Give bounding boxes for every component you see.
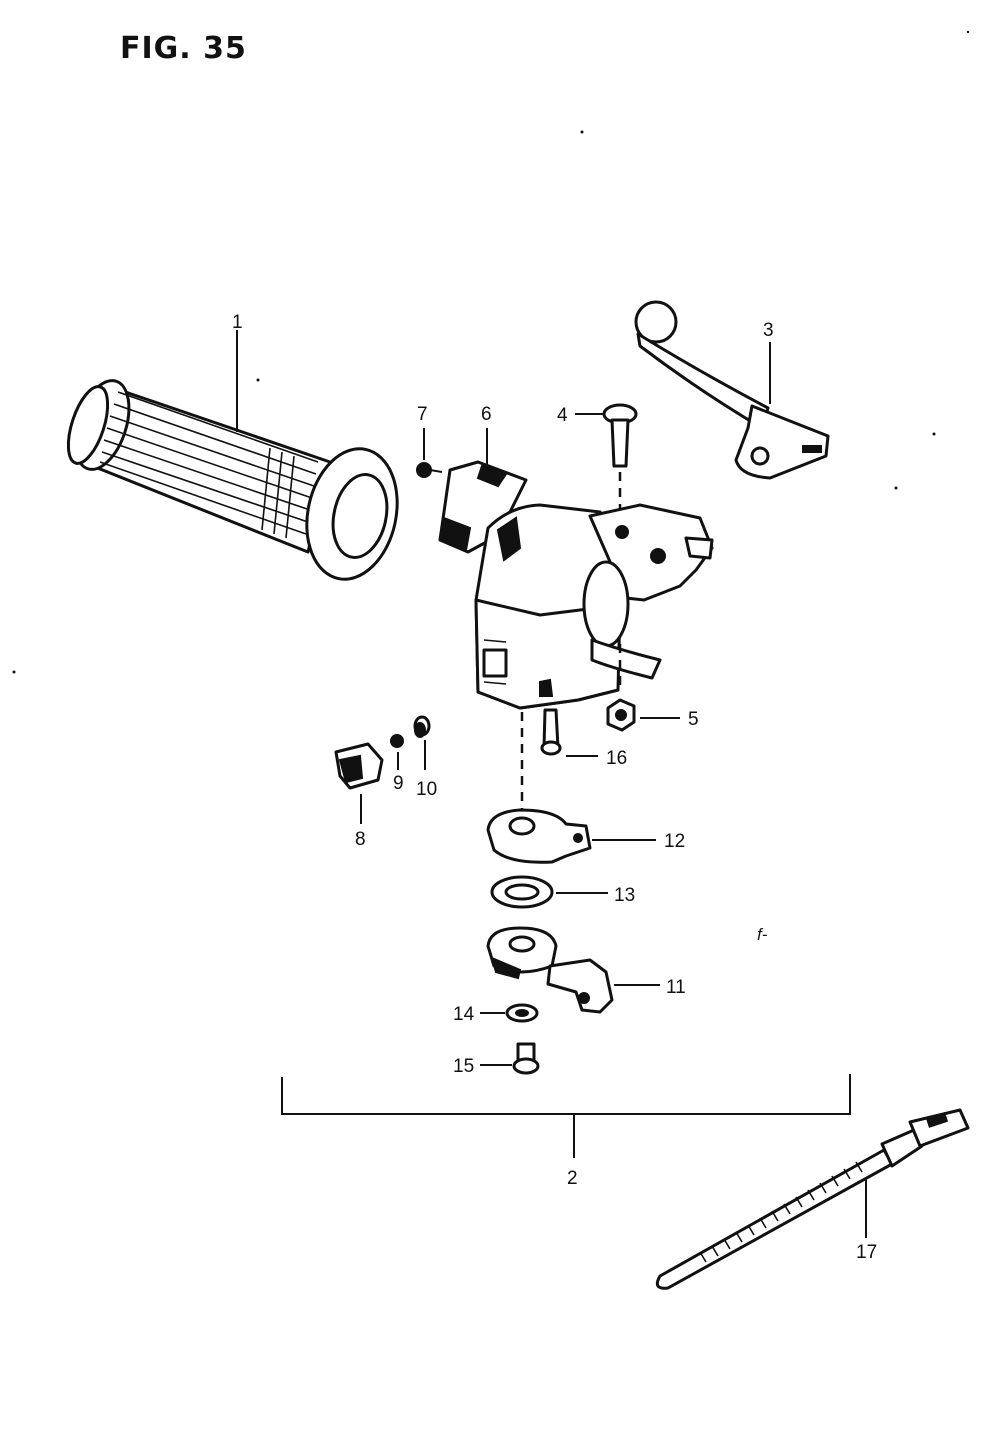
- scan-specks: [12, 30, 970, 674]
- callout-13: 13: [614, 885, 635, 906]
- callout-7: 7: [417, 404, 428, 425]
- callout-10: 10: [416, 779, 437, 800]
- part-7-screw: [416, 462, 443, 478]
- part-4-pivot-bolt: [602, 403, 638, 468]
- part-16-screw: [540, 708, 562, 756]
- figure-title: FIG. 35: [120, 31, 247, 66]
- part-9-ball: [390, 734, 404, 748]
- callout-3: 3: [763, 320, 774, 341]
- callout-5: 5: [688, 709, 699, 730]
- part-1-grip: [66, 379, 399, 581]
- callout-11: 11: [666, 977, 686, 998]
- switch-housing: [474, 503, 714, 710]
- callout-8: 8: [355, 829, 366, 850]
- callout-17: 17: [856, 1242, 877, 1263]
- callout-4: 4: [557, 405, 568, 426]
- stray-mark: f-: [757, 925, 768, 944]
- part-5-nut: [606, 698, 636, 732]
- callout-14: 14: [453, 1004, 475, 1025]
- part-3-lever: [634, 300, 830, 480]
- callout-6: 6: [481, 404, 492, 425]
- part-15-bolt: [512, 1042, 540, 1075]
- callout-15: 15: [453, 1056, 474, 1077]
- assembly-bracket: [281, 1074, 851, 1158]
- part-10-spring: [413, 715, 431, 738]
- part-17-cable-tie: [655, 1108, 970, 1290]
- part-12-lower-housing: [486, 808, 592, 864]
- callout-2: 2: [567, 1168, 578, 1189]
- callout-12: 12: [664, 831, 685, 852]
- part-14-washer: [505, 1003, 539, 1023]
- part-8-connector: [334, 742, 384, 790]
- part-13-washer: [490, 875, 554, 909]
- part-11-pulley: [486, 926, 614, 1014]
- callout-1: 1: [232, 312, 243, 333]
- callout-16: 16: [606, 748, 627, 769]
- callout-9: 9: [393, 773, 404, 794]
